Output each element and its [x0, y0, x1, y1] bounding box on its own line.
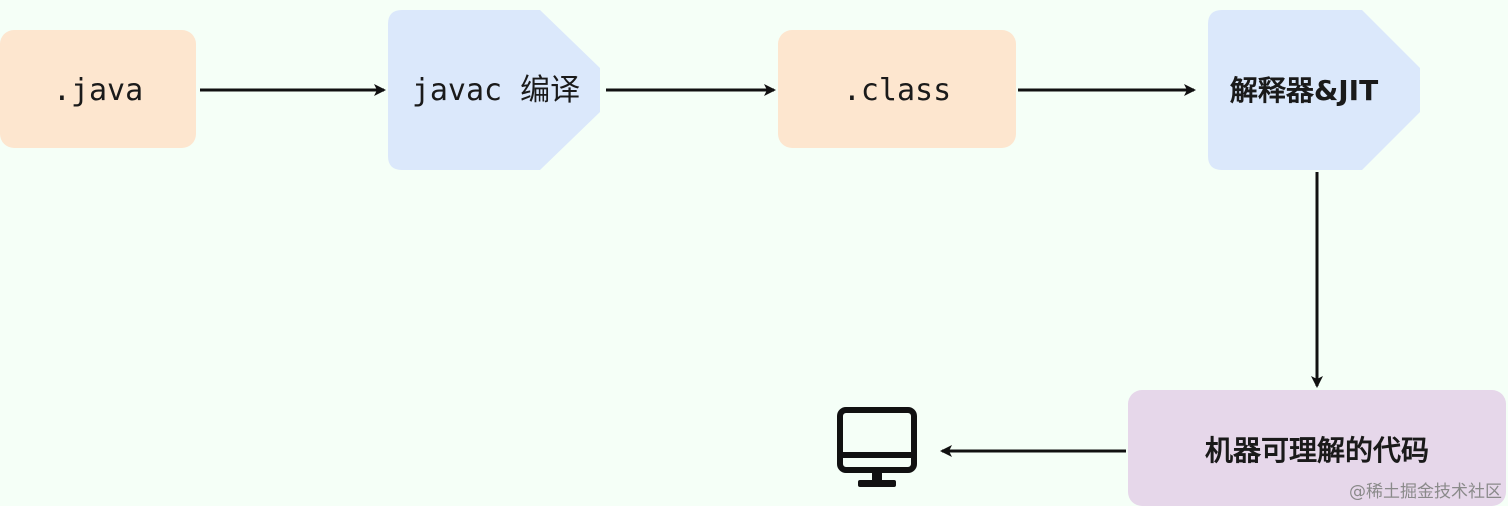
node-interpreter-jit: 解释器&JIT	[1208, 10, 1420, 170]
node-java-source: .java	[0, 30, 196, 148]
node-class-file-label: .class	[843, 73, 951, 108]
node-javac-compile-shape	[388, 10, 600, 170]
node-machine-code-label: 机器可理解的代码	[1205, 434, 1429, 467]
node-interpreter-jit-shape	[1208, 10, 1420, 170]
computer-monitor-icon	[837, 407, 917, 487]
node-class-file: .class	[778, 30, 1016, 148]
node-java-source-label: .java	[53, 73, 143, 108]
node-class-file-box	[778, 30, 1016, 148]
node-javac-compile-label: javac 编译	[412, 73, 580, 108]
node-java-source-box	[0, 30, 196, 148]
node-machine-code-box	[1128, 390, 1506, 506]
watermark-text: @稀土掘金技术社区	[1349, 482, 1502, 502]
node-interpreter-jit-label: 解释器&JIT	[1230, 74, 1378, 107]
node-machine-code: 机器可理解的代码	[1128, 390, 1506, 506]
node-javac-compile: javac 编译	[388, 10, 600, 170]
